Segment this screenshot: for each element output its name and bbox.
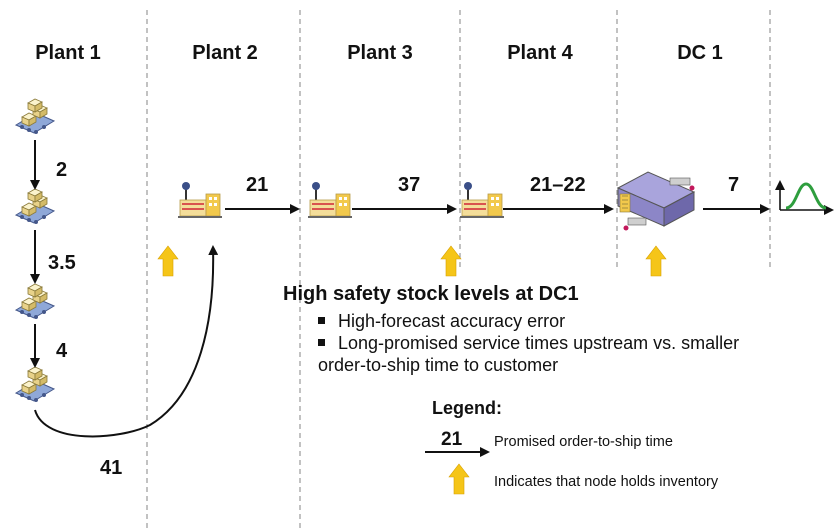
- inventory-arrow-icon: [645, 245, 667, 277]
- lead-time-label: 37: [398, 174, 421, 196]
- factory-icon: [459, 181, 505, 219]
- inventory-arrow-icon: [157, 245, 179, 277]
- conveyor-icon: [15, 283, 55, 320]
- legend-sample-number: 21: [441, 429, 463, 450]
- lead-time-label: 21: [246, 174, 269, 196]
- inventory-arrow-icon: [440, 245, 462, 277]
- flow-arrow-p1-to-p2: [34, 245, 219, 438]
- findings-list: High-forecast accuracy error Long-promis…: [318, 310, 739, 376]
- conveyor-icon: [15, 366, 55, 403]
- findings-title: High safety stock levels at DC1: [283, 283, 579, 305]
- lead-time-label: 7: [728, 174, 740, 196]
- distribution-center-icon: [616, 171, 696, 231]
- column-header-plant-2: Plant 2: [192, 42, 258, 64]
- column-header-plant-3: Plant 3: [347, 42, 413, 64]
- findings-bullet: Long-promised service times upstream vs.…: [318, 332, 739, 354]
- legend-inventory-arrow-icon: [448, 463, 470, 495]
- conveyor-icon: [15, 98, 55, 135]
- findings-bullet-continuation: order-to-ship time to customer: [318, 355, 559, 375]
- factory-icon: [177, 181, 223, 219]
- lead-time-label: 21–22: [530, 174, 586, 196]
- column-header-dc-1: DC 1: [677, 42, 723, 64]
- demand-curve-icon: [775, 180, 834, 215]
- lead-time-label: 41: [100, 457, 123, 479]
- findings-bullet: High-forecast accuracy error: [318, 310, 739, 332]
- lead-time-label: 4: [56, 340, 68, 362]
- legend-inventory-text: Indicates that node holds inventory: [494, 474, 719, 490]
- legend-arrow-text: Promised order-to-ship time: [494, 434, 673, 450]
- column-dividers: [146, 10, 771, 532]
- legend-title: Legend:: [432, 398, 502, 418]
- lead-time-label: 3.5: [48, 252, 76, 274]
- conveyor-icon: [15, 188, 55, 225]
- column-header-plant-4: Plant 4: [507, 42, 573, 64]
- column-header-plant-1: Plant 1: [35, 42, 101, 64]
- factory-icon: [307, 181, 353, 219]
- lead-time-label: 2: [56, 159, 68, 181]
